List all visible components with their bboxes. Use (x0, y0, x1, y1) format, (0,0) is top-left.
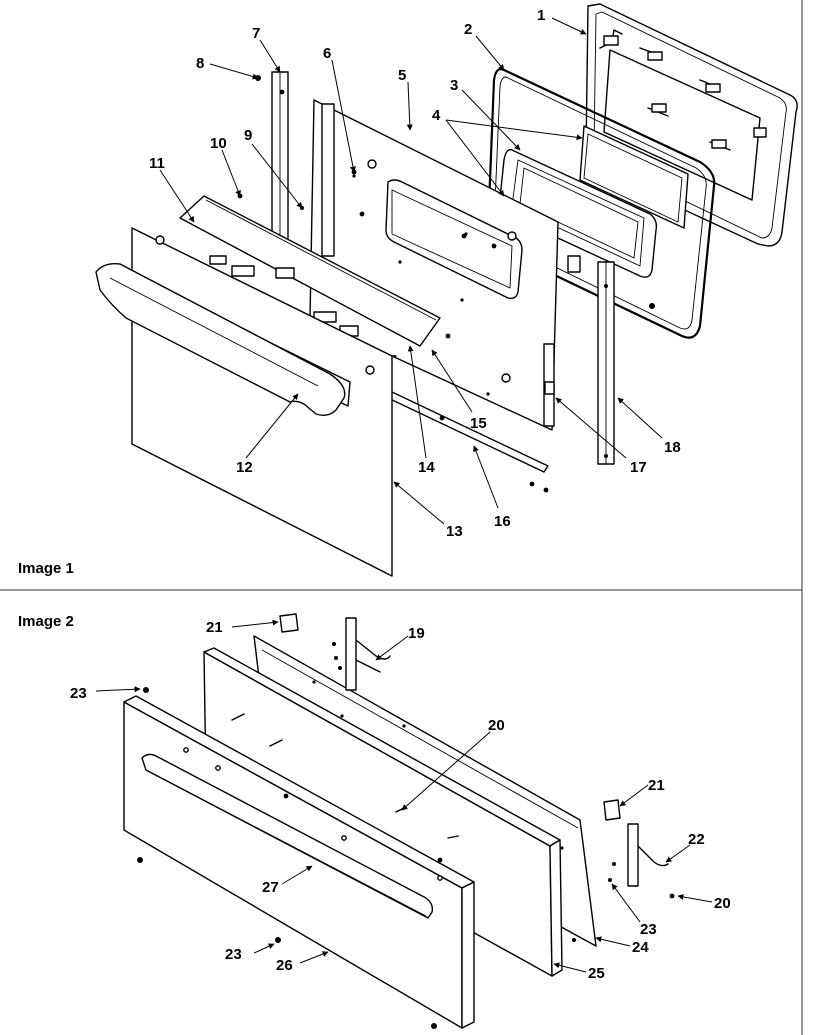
image2-leader-lines (95, 619, 713, 973)
callout-7: 7 (252, 25, 260, 42)
callout-22: 22 (688, 831, 705, 848)
part-12-handle (95, 262, 346, 417)
part-18-hinge-channel (597, 261, 615, 465)
image2-callouts: 19 20 20 21 21 22 23 23 23 24 25 26 27 (70, 619, 731, 982)
callout-21-top: 21 (206, 619, 223, 636)
callout-23-top-left: 23 (70, 685, 87, 702)
part-21-clip-right (603, 799, 621, 821)
callout-17: 17 (630, 459, 647, 476)
callout-3: 3 (450, 77, 458, 94)
part-11-top-channel (179, 195, 441, 347)
callout-24: 24 (632, 939, 649, 956)
callout-20-center: 20 (488, 717, 505, 734)
part-21-clip-top (279, 613, 299, 633)
part-9-bracket (300, 103, 335, 257)
callout-15: 15 (470, 415, 487, 432)
panel-caption-image2: Image 2 (18, 613, 74, 630)
callout-12: 12 (236, 459, 253, 476)
callout-10: 10 (210, 135, 227, 152)
callout-1: 1 (537, 7, 545, 24)
part-22-hinge-bracket (608, 823, 669, 887)
callout-2: 2 (464, 21, 472, 38)
part-5-inner-panel (309, 99, 559, 431)
part-4-window-pack (498, 149, 658, 278)
image1-callouts: 1 2 3 4 5 6 7 8 9 10 11 12 13 14 15 16 1… (149, 7, 681, 540)
part-27-trim-strip (141, 753, 434, 919)
callout-13: 13 (446, 523, 463, 540)
callout-11: 11 (149, 155, 165, 172)
image1-diagram: 1 2 3 4 5 6 7 8 9 10 11 12 13 14 15 16 1… (18, 3, 798, 577)
panel-caption-image1: Image 1 (18, 560, 74, 577)
callout-18: 18 (664, 439, 681, 456)
callout-4: 4 (432, 107, 441, 124)
image1-leader-lines (159, 17, 663, 525)
callout-27: 27 (262, 879, 279, 896)
part-19-hinge-bracket (332, 617, 391, 691)
callout-25: 25 (588, 965, 605, 982)
callout-26: 26 (276, 957, 293, 974)
callout-21-right: 21 (648, 777, 665, 794)
part-7-hinge-channel (271, 71, 289, 249)
callout-9: 9 (244, 127, 252, 144)
image2-diagram: 19 20 20 21 21 22 23 23 23 24 25 26 27 I… (18, 613, 731, 1029)
callout-23-bottom: 23 (225, 946, 242, 963)
part-2-gasket (486, 68, 716, 339)
callout-14: 14 (418, 459, 435, 476)
part-3-inner-window (579, 125, 689, 229)
callout-8: 8 (196, 55, 204, 72)
callout-5: 5 (398, 67, 406, 84)
part-17-hinge-receptacle (543, 255, 581, 427)
callout-23-right: 23 (640, 921, 657, 938)
callout-16: 16 (494, 513, 511, 530)
image2-fasteners (137, 687, 675, 1029)
callout-6: 6 (323, 45, 331, 62)
callout-19: 19 (408, 625, 425, 642)
callout-20-right: 20 (714, 895, 731, 912)
